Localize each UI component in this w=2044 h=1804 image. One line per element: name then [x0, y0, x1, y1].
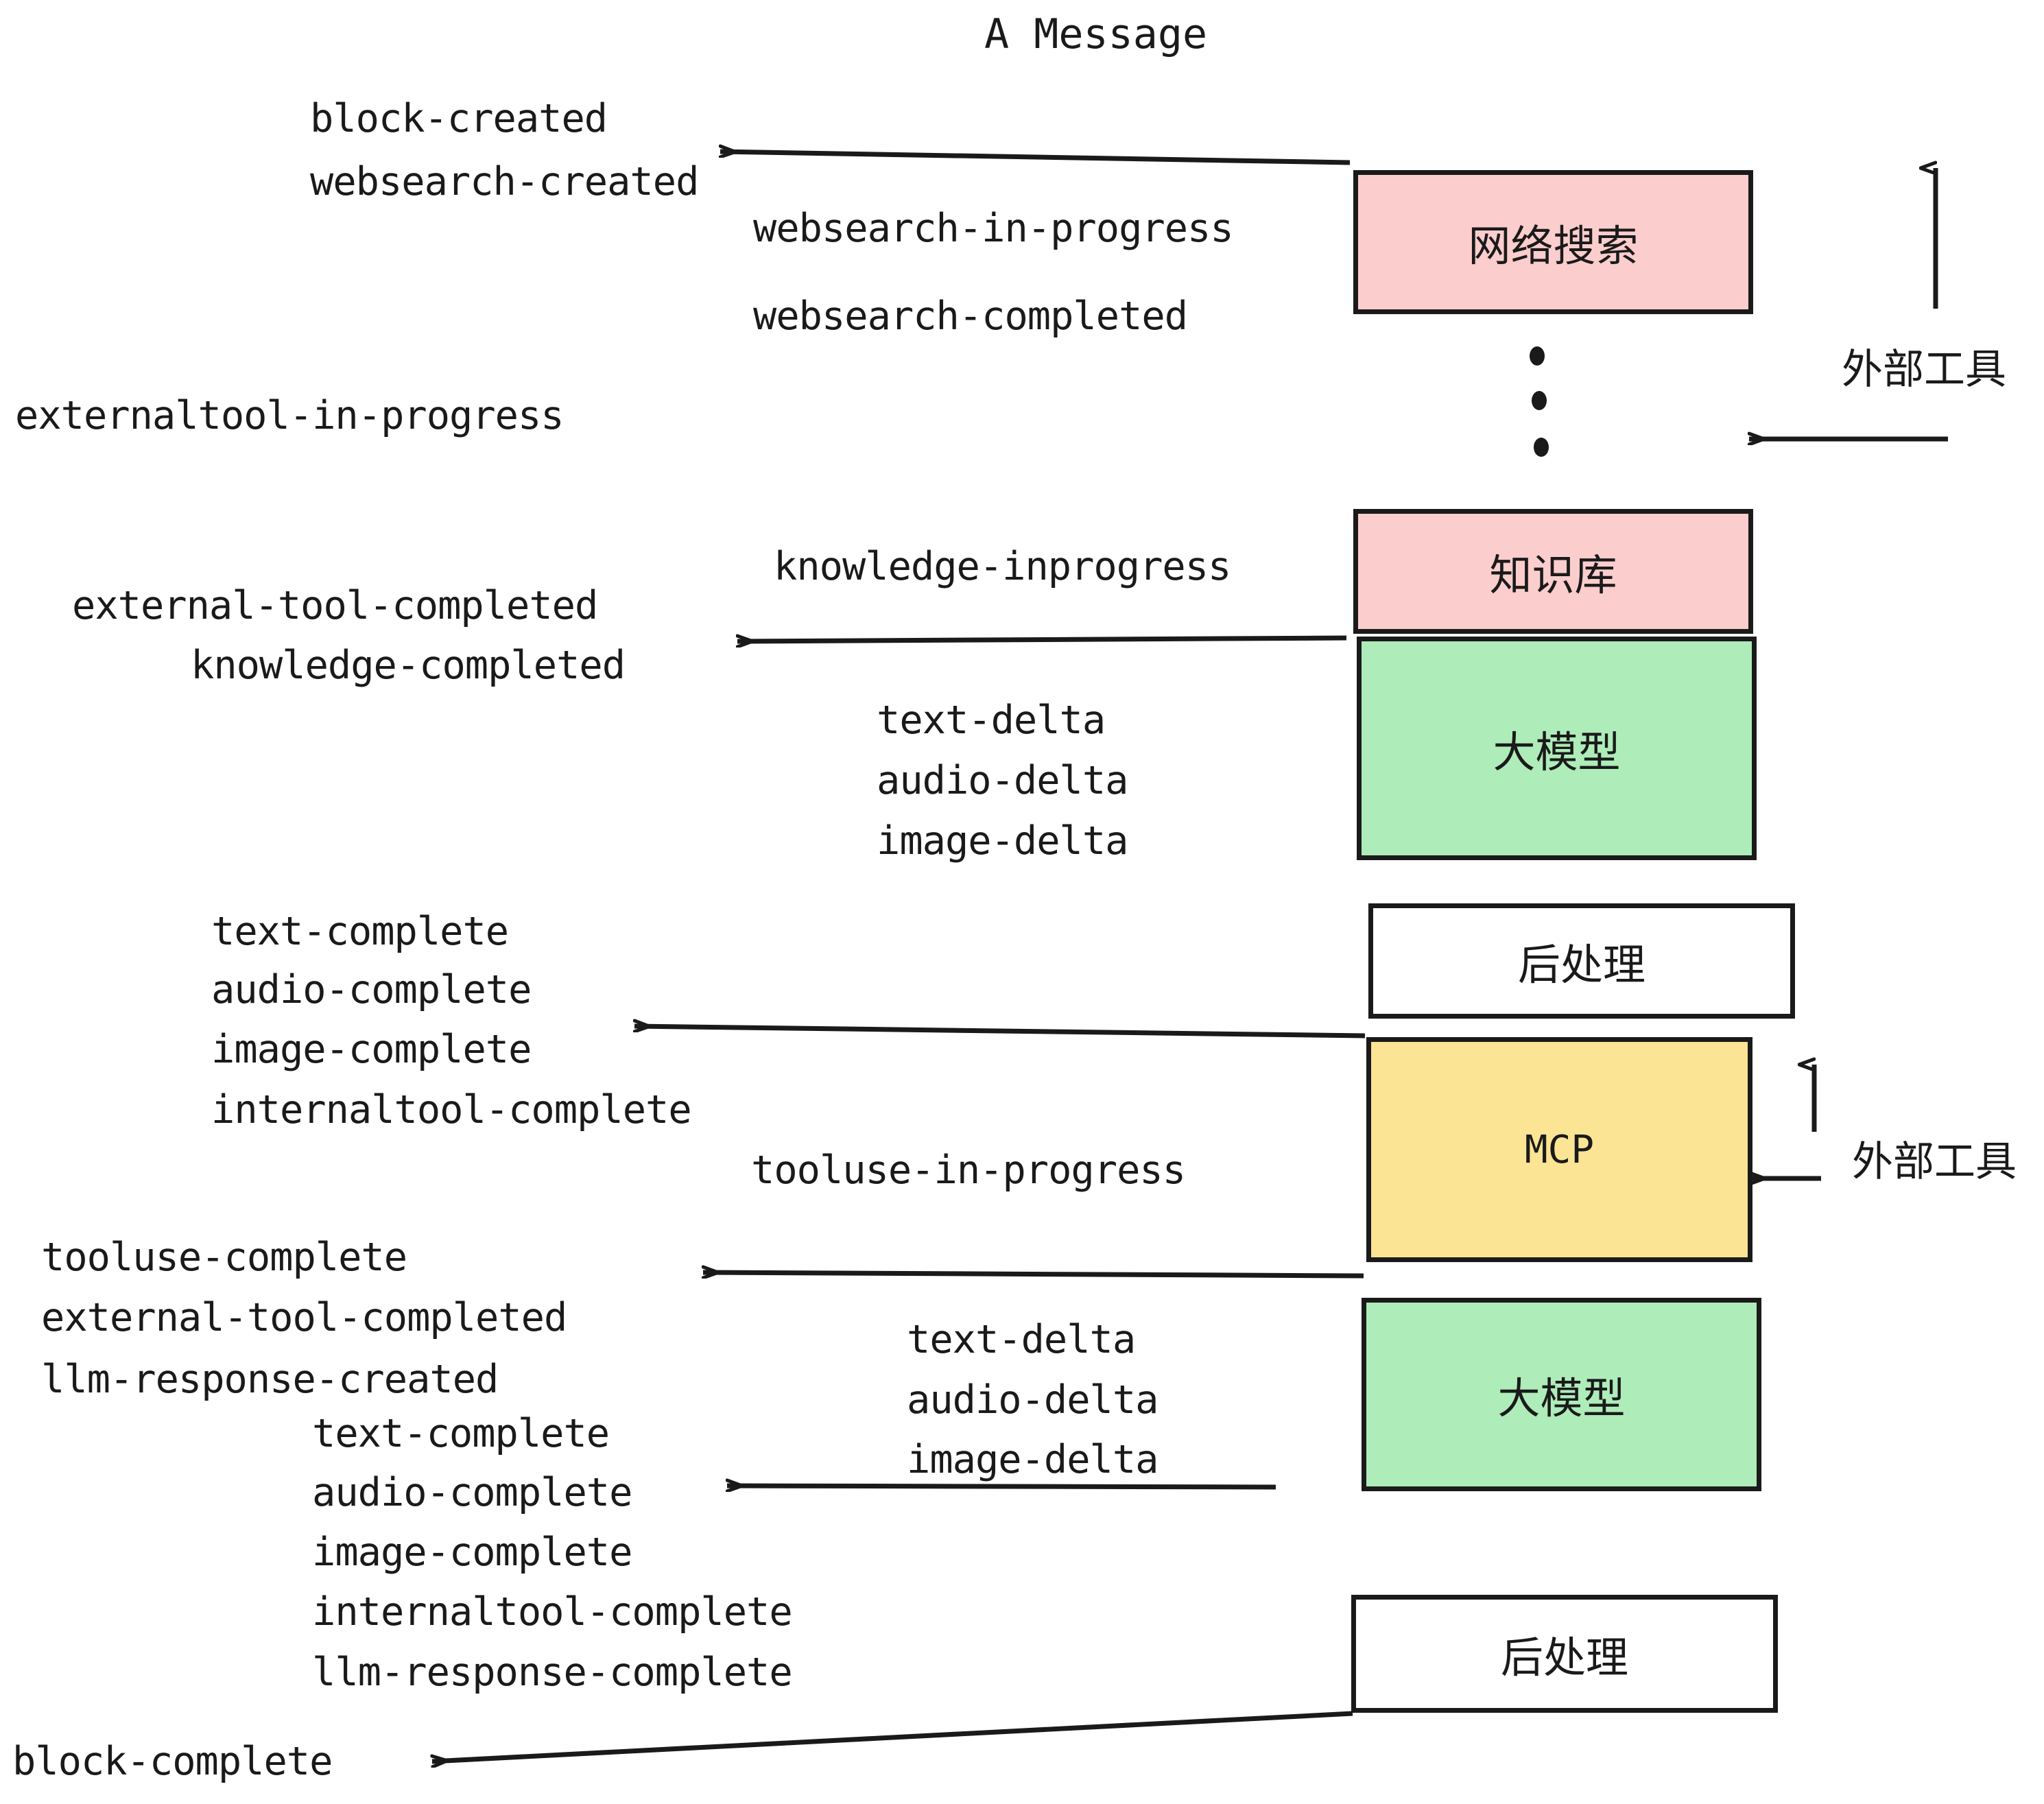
arrow-websearch-to-blockcreated — [720, 152, 1351, 165]
box-websearch: 网络搜索 — [1353, 170, 1753, 314]
event-knowledge-completed: knowledge-completed — [191, 643, 626, 688]
side-label-external-tool-top: 外部工具 — [1842, 346, 2006, 394]
arrow-llm2-to-audiocomplete — [727, 1486, 1276, 1487]
event-audio-delta-1: audio-delta — [877, 758, 1128, 803]
event-websearch-created: websearch-created — [310, 159, 699, 204]
box-llm-1: 大模型 — [1357, 637, 1757, 860]
arrow-post1-to-imagecomplete — [634, 1026, 1366, 1039]
box-postprocess-2: 后处理 — [1351, 1595, 1778, 1713]
ellipsis-dot-2 — [1532, 391, 1547, 410]
event-tooluse-complete: tooluse-complete — [41, 1235, 407, 1280]
event-external-tool-completed-1: external-tool-completed — [72, 583, 598, 628]
arrow-mcp-to-toolusecomplete — [703, 1272, 1364, 1276]
ellipsis-dot-1 — [1530, 346, 1545, 366]
event-tooluse-in-progress: tooluse-in-progress — [751, 1148, 1186, 1193]
event-websearch-in-progress: websearch-in-progress — [753, 206, 1234, 251]
side-label-external-tool-bottom: 外部工具 — [1852, 1138, 2017, 1186]
event-image-delta-2: image-delta — [907, 1437, 1158, 1482]
event-block-created: block-created — [310, 96, 608, 141]
event-image-complete-1: image-complete — [211, 1027, 532, 1072]
event-websearch-completed: websearch-completed — [753, 294, 1188, 339]
event-text-delta-1: text-delta — [877, 698, 1106, 743]
event-internaltool-complete-2: internaltool-complete — [312, 1589, 793, 1635]
event-external-tool-completed-2: external-tool-completed — [41, 1295, 567, 1340]
event-text-complete-2: text-complete — [312, 1411, 610, 1456]
event-audio-complete-1: audio-complete — [211, 967, 532, 1012]
event-audio-delta-2: audio-delta — [907, 1377, 1158, 1423]
event-image-delta-1: image-delta — [877, 818, 1128, 864]
arrow-knowledge-to-completed — [737, 638, 1347, 641]
event-knowledge-inprogress: knowledge-inprogress — [774, 544, 1231, 589]
event-block-complete: block-complete — [12, 1739, 333, 1784]
event-text-delta-2: text-delta — [907, 1317, 1136, 1362]
ellipsis-dot-3 — [1534, 438, 1549, 457]
box-mcp: MCP — [1366, 1037, 1752, 1262]
box-llm-2: 大模型 — [1362, 1298, 1761, 1491]
event-llm-response-created: llm-response-created — [41, 1357, 499, 1402]
box-knowledge: 知识库 — [1353, 509, 1753, 634]
arrow-post2-to-blockcomplete — [432, 1711, 1353, 1761]
event-audio-complete-2: audio-complete — [312, 1470, 632, 1515]
event-text-complete-1: text-complete — [211, 909, 509, 954]
box-postprocess-1: 后处理 — [1368, 903, 1795, 1019]
event-internaltool-complete-1: internaltool-complete — [211, 1087, 692, 1132]
event-image-complete-2: image-complete — [312, 1530, 632, 1575]
event-externaltool-in-progress: externaltool-in-progress — [15, 393, 565, 438]
event-llm-response-complete: llm-response-complete — [312, 1650, 793, 1695]
page-title: A Message — [984, 10, 1208, 58]
